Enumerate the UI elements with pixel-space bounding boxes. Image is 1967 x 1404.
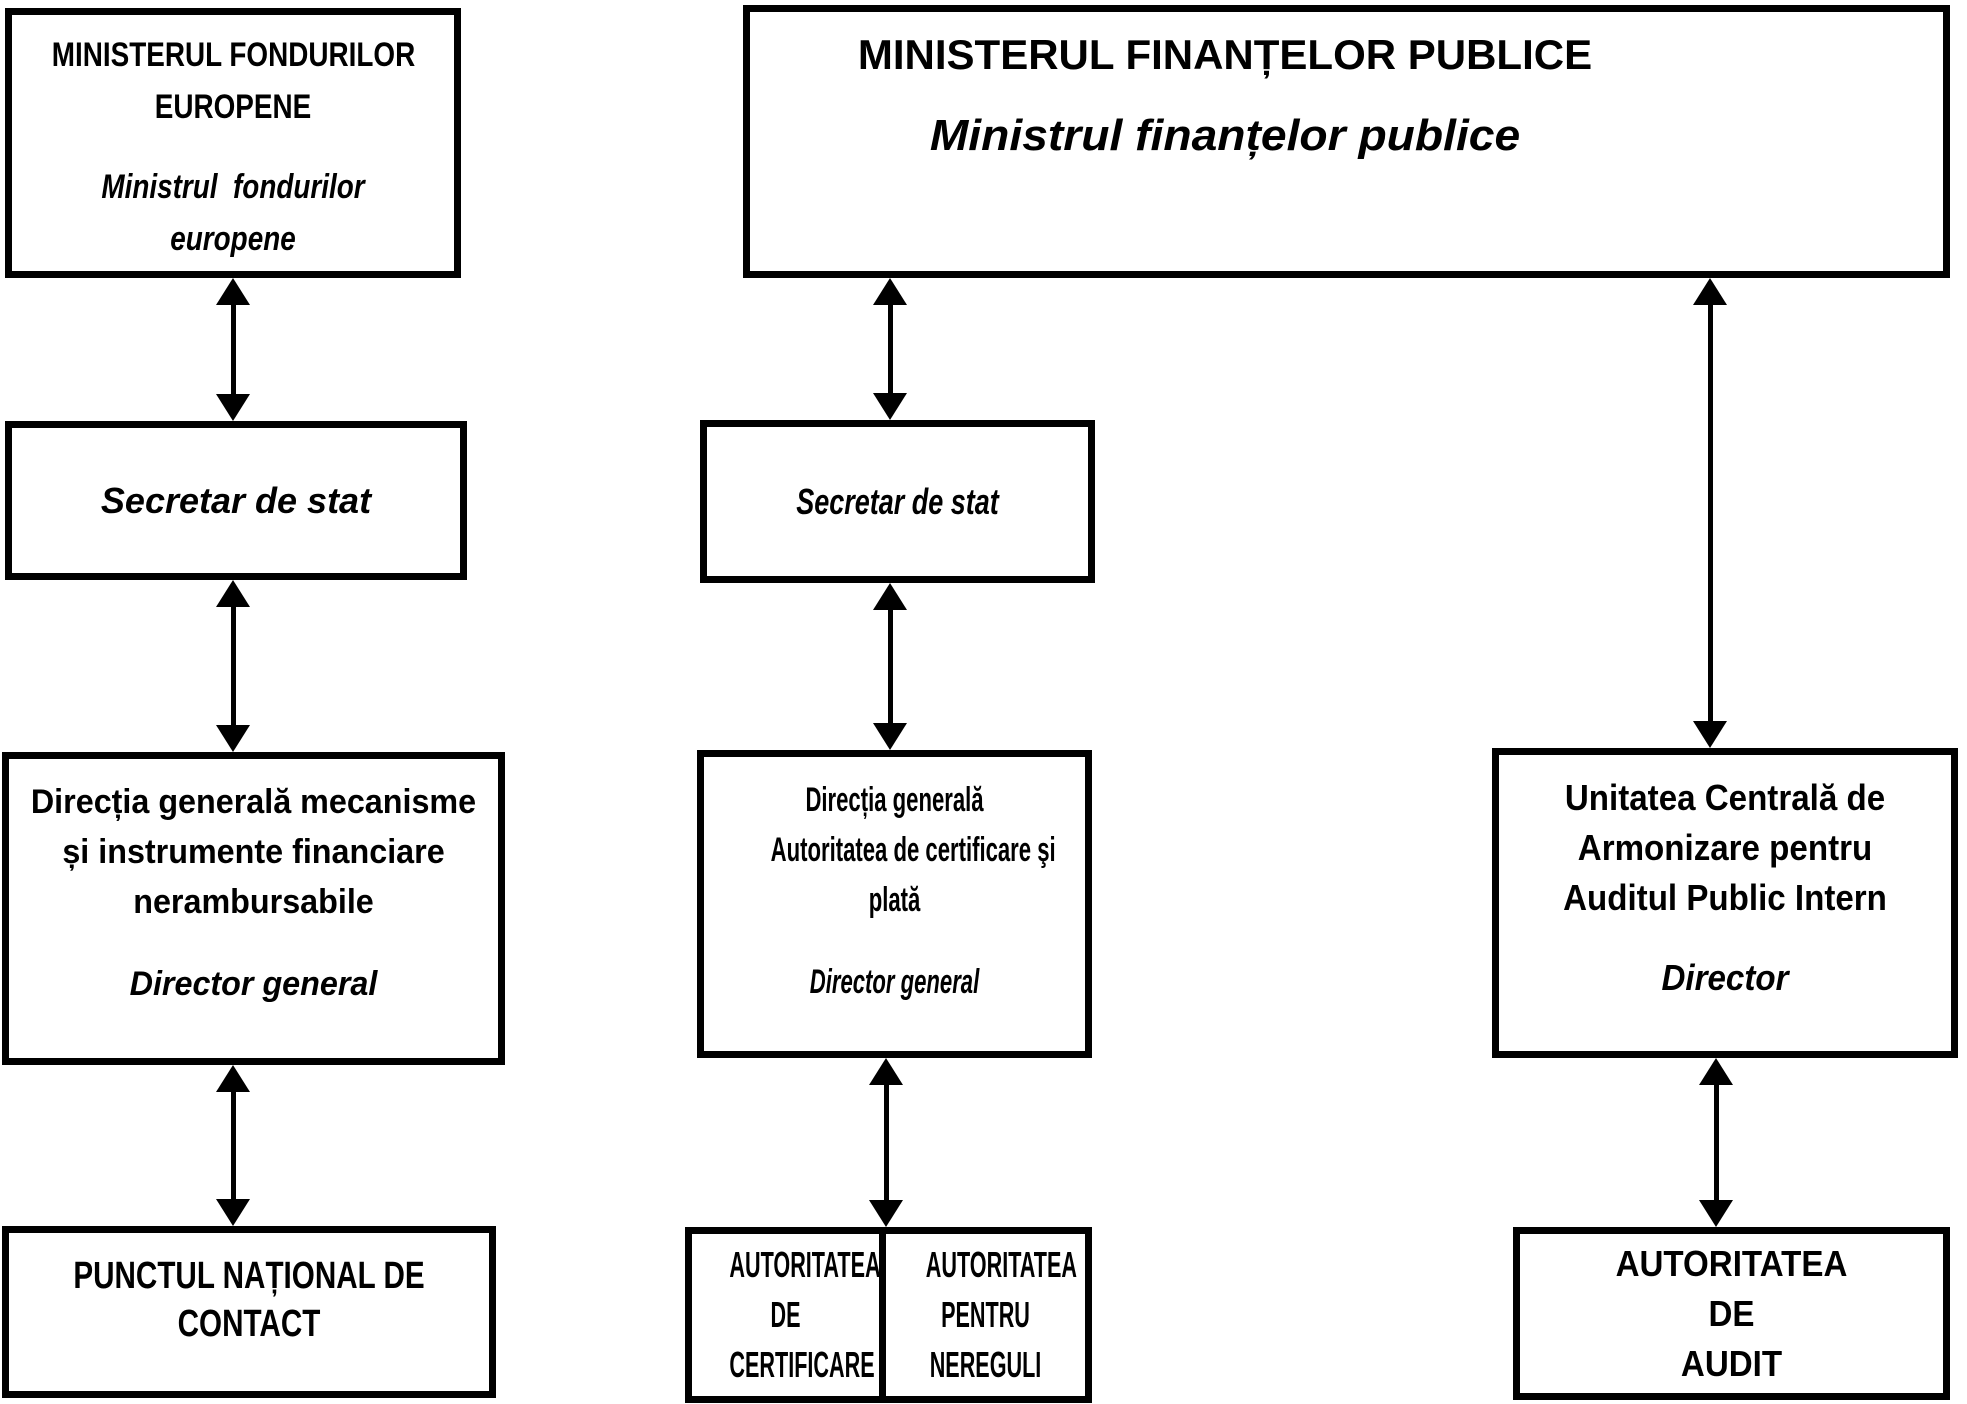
arrow-shaft bbox=[230, 1077, 236, 1214]
box-role-line: Director general bbox=[129, 965, 378, 1003]
box-ministerul-fondurilor-europene: MINISTERUL FONDURILOR EUROPENE Ministrul… bbox=[5, 8, 461, 278]
box-title: Direcția generală Autoritatea de certifi… bbox=[704, 775, 1085, 925]
box-role-line: Secretar de stat bbox=[100, 479, 372, 521]
box-title: Unitatea Centrală de Armonizare pentru A… bbox=[1499, 773, 1951, 923]
box-title-line: EUROPENE bbox=[154, 88, 312, 126]
arrow-mfp-to-secretar bbox=[873, 278, 907, 420]
box-role: Director general bbox=[9, 959, 498, 1009]
arrow-shaft bbox=[1707, 290, 1713, 736]
arrow-secretar-to-directia-mecanisme bbox=[216, 580, 250, 752]
box-secretar-de-stat-mfp: Secretar de stat bbox=[700, 420, 1095, 583]
box-role-line: europene bbox=[170, 220, 296, 258]
box-role: Ministrul finanțelor publice bbox=[750, 108, 1700, 164]
box-secretar-de-stat-mfe: Secretar de stat bbox=[5, 421, 467, 580]
box-title-line: PENTRU bbox=[941, 1294, 1030, 1335]
box-title-line: Armonizare pentru bbox=[1577, 827, 1873, 868]
box-title-line: DE bbox=[770, 1294, 801, 1335]
box-role: Director general bbox=[704, 957, 1085, 1007]
box-title-line: Unitatea Centrală de bbox=[1564, 777, 1886, 818]
box-title-line: plată bbox=[868, 881, 921, 919]
box-title-line: PUNCTUL NAȚIONAL DE bbox=[73, 1255, 425, 1297]
box-autoritatea-certificare-plata: Direcția generală Autoritatea de certifi… bbox=[697, 750, 1092, 1058]
box-title-line: Autoritatea de certificare şi bbox=[770, 831, 1056, 869]
box-title-line: AUTORITATEA bbox=[1615, 1242, 1848, 1284]
arrow-mfe-to-secretar bbox=[216, 278, 250, 421]
box-role: Ministrul fondurilor europene bbox=[12, 161, 454, 265]
arrow-directia-certificare-to-autoritati bbox=[869, 1058, 903, 1227]
box-role-line: Director bbox=[1661, 957, 1789, 998]
box-title-line: CONTACT bbox=[177, 1303, 321, 1345]
box-autoritatea-de-certificare: AUTORITATEA DE CERTIFICARE bbox=[685, 1227, 886, 1403]
box-title-line: Direcția generală bbox=[805, 781, 984, 819]
box-title: MINISTERUL FINANȚELOR PUBLICE bbox=[750, 26, 1700, 84]
arrow-secretar-to-directia-certificare bbox=[873, 583, 907, 750]
box-title: AUTORITATEA DE AUDIT bbox=[1520, 1239, 1943, 1389]
box-role-line: Ministrul fondurilor bbox=[101, 168, 365, 206]
arrow-shaft bbox=[230, 290, 236, 409]
box-title: AUTORITATEA DE CERTIFICARE bbox=[692, 1240, 881, 1390]
box-directia-mecanisme-financiare: Direcția generală mecanisme și instrumen… bbox=[2, 752, 505, 1065]
box-autoritatea-pentru-nereguli: AUTORITATEA PENTRU NEREGULI bbox=[879, 1227, 1092, 1403]
arrow-unitatea-armonizare-to-autoritatea-audit bbox=[1699, 1058, 1733, 1227]
box-title-line: AUDIT bbox=[1680, 1342, 1783, 1384]
box-autoritatea-de-audit: AUTORITATEA DE AUDIT bbox=[1513, 1227, 1950, 1400]
box-ministerul-finantelor-publice: MINISTERUL FINANȚELOR PUBLICE Ministrul … bbox=[743, 5, 1950, 278]
arrow-shaft bbox=[1713, 1070, 1719, 1215]
box-title: PUNCTUL NAȚIONAL DE CONTACT bbox=[9, 1252, 489, 1348]
box-title-line: CERTIFICARE bbox=[729, 1344, 875, 1385]
arrow-shaft bbox=[887, 290, 893, 408]
box-role: Secretar de stat bbox=[707, 481, 1088, 523]
arrow-shaft bbox=[887, 595, 893, 738]
box-title-line: AUTORITATEA bbox=[925, 1244, 1077, 1285]
arrow-shaft bbox=[230, 592, 236, 740]
box-title-line: NEREGULI bbox=[929, 1344, 1042, 1385]
box-title-line: DE bbox=[1708, 1292, 1755, 1334]
box-role: Director bbox=[1499, 953, 1951, 1003]
box-unitatea-armonizare-audit-intern: Unitatea Centrală de Armonizare pentru A… bbox=[1492, 748, 1958, 1058]
box-title-line: MINISTERUL FINANȚELOR PUBLICE bbox=[857, 31, 1593, 78]
box-punctul-national-de-contact: PUNCTUL NAȚIONAL DE CONTACT bbox=[2, 1226, 496, 1398]
box-role-line: Ministrul finanțelor publice bbox=[929, 111, 1521, 160]
box-title-line: AUTORITATEA bbox=[729, 1244, 881, 1285]
arrow-shaft bbox=[883, 1070, 889, 1215]
box-title: MINISTERUL FONDURILOR EUROPENE bbox=[12, 29, 454, 133]
box-title: Direcția generală mecanisme și instrumen… bbox=[9, 777, 498, 927]
arrow-mfp-to-unitatea-armonizare bbox=[1693, 278, 1727, 748]
box-title-line: MINISTERUL FONDURILOR bbox=[51, 36, 416, 74]
box-title-line: nerambursabile bbox=[133, 883, 374, 921]
box-role-line: Director general bbox=[809, 963, 980, 1001]
box-role: Secretar de stat bbox=[12, 480, 460, 522]
box-title-line: Auditul Public Intern bbox=[1563, 877, 1887, 918]
arrow-directia-mecanisme-to-punctul-national bbox=[216, 1065, 250, 1226]
box-title: AUTORITATEA PENTRU NEREGULI bbox=[886, 1240, 1085, 1390]
box-role-line: Secretar de stat bbox=[796, 480, 999, 522]
box-title-line: Direcția generală mecanisme bbox=[30, 783, 477, 821]
box-title-line: și instrumente financiare bbox=[62, 833, 445, 871]
